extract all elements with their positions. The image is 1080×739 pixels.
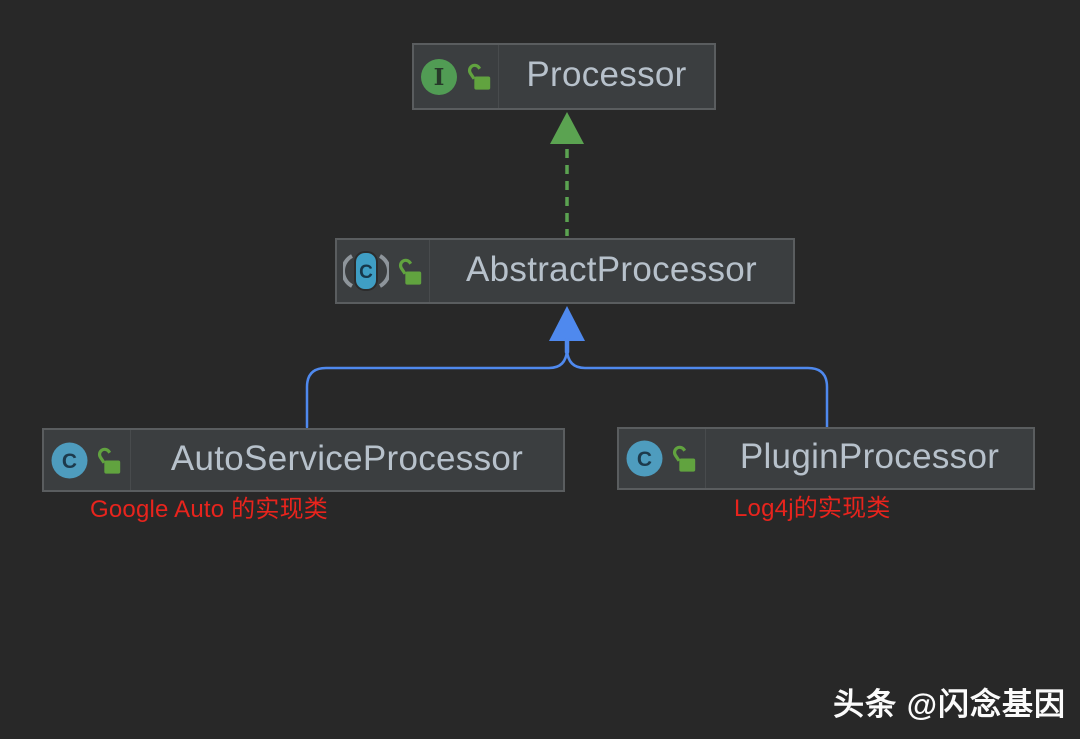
node-plugin-processor-icons: C xyxy=(619,429,706,488)
node-processor-label: Processor xyxy=(526,55,687,94)
interface-icon: I xyxy=(420,58,457,95)
class-icon: C xyxy=(51,442,88,478)
node-plugin-processor-label: PluginProcessor xyxy=(739,437,1000,476)
node-abstract-processor-label: AbstractProcessor xyxy=(465,249,758,289)
open-lock-icon xyxy=(672,445,696,472)
svg-text:C: C xyxy=(62,450,77,473)
open-lock-icon xyxy=(97,447,121,474)
node-abstract-processor-icons: C xyxy=(337,240,430,302)
annotation-log4j: Log4j的实现类 xyxy=(734,495,891,522)
node-plugin-processor[interactable]: C PluginProcessor xyxy=(617,427,1035,490)
class-icon: C xyxy=(626,440,663,477)
implements-arrowhead xyxy=(550,112,584,144)
node-auto-service-processor-icons: C xyxy=(44,430,131,490)
open-lock-icon xyxy=(398,258,421,285)
svg-text:C: C xyxy=(359,262,373,283)
extends-branch-left xyxy=(305,348,569,429)
node-abstract-processor[interactable]: C AbstractProcessor xyxy=(335,238,795,304)
extends-arrowhead xyxy=(549,306,585,341)
node-auto-service-processor[interactable]: C AutoServiceProcessor xyxy=(42,428,565,492)
open-lock-icon xyxy=(467,63,490,90)
extends-branch-right xyxy=(565,348,829,429)
svg-text:I: I xyxy=(433,64,444,91)
edge-extends-arrows xyxy=(305,306,829,429)
watermark: 头条 @闪念基因 xyxy=(833,687,1066,722)
node-auto-service-processor-label: AutoServiceProcessor xyxy=(170,438,524,478)
edge-implements-arrow xyxy=(550,112,584,236)
node-processor[interactable]: I Processor xyxy=(412,43,716,110)
node-processor-icons: I xyxy=(414,45,499,108)
svg-text:C: C xyxy=(637,448,652,471)
abstract-class-icon: C xyxy=(342,251,389,291)
annotation-google-auto: Google Auto 的实现类 xyxy=(90,496,328,523)
